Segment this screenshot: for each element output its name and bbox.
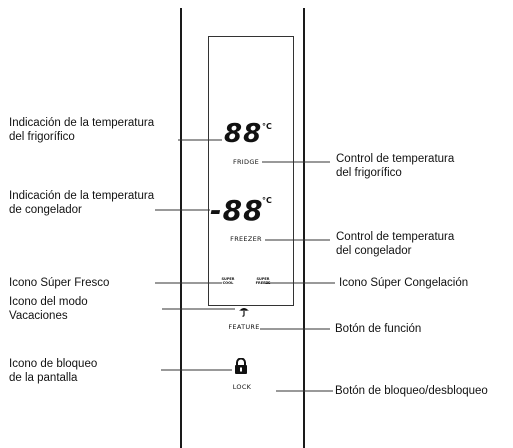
control-panel-frame — [180, 8, 305, 448]
fridge-degree-unit: °C — [262, 122, 272, 131]
fridge-label: FRIDGE — [232, 158, 260, 166]
label-fridge-temp-control: Control de temperatura del frigorífico — [336, 153, 455, 179]
callout-lines — [155, 139, 335, 392]
freezer-temp-digits: -88 — [210, 194, 264, 227]
super-cool-label: SUPER COOL — [221, 277, 235, 285]
label-freezer-temp-control: Control de temperatura del congelador — [336, 231, 455, 257]
label-vacation-mode-icon: Icono del modo Vacaciones — [9, 296, 88, 322]
label-fridge-temp-indication: Indicación de la temperatura del frigorí… — [9, 117, 155, 143]
lock-icon — [234, 357, 248, 379]
lock-label: LOCK — [232, 383, 252, 391]
label-super-fresh-icon: Icono Súper Fresco — [9, 277, 110, 289]
label-function-button: Botón de función — [335, 323, 422, 335]
umbrella-icon — [238, 305, 250, 320]
label-screen-lock-icon: Icono de bloqueo de la pantalla — [9, 358, 98, 384]
feature-label: FEATURE — [228, 323, 260, 331]
freezer-degree-unit: °C — [262, 196, 272, 205]
freezer-label: FREEZER — [230, 235, 262, 243]
label-lock-unlock-button: Botón de bloqueo/desbloqueo — [335, 385, 488, 397]
label-freezer-temp-indication: Indicación de la temperatura de congelad… — [9, 190, 155, 216]
label-super-freeze-icon: Icono Súper Congelación — [339, 277, 469, 289]
super-freeze-label: SUPER FREEZE — [255, 277, 271, 285]
fridge-temp-digits: 88 — [224, 119, 263, 149]
lcd-display — [208, 36, 294, 306]
